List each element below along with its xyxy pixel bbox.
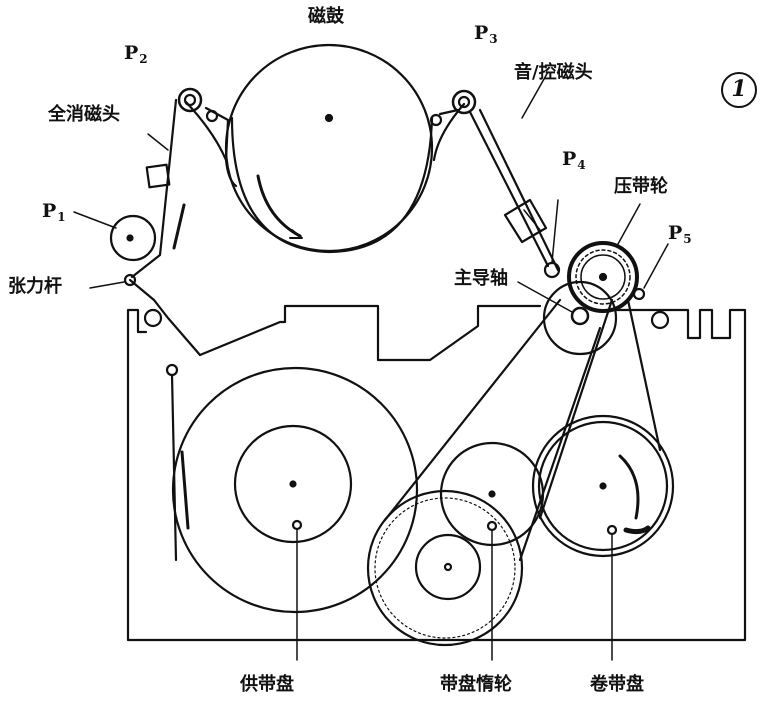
idler-small [414,533,482,601]
supply-reel-hub [233,424,353,544]
capstan-flywheel [542,280,618,356]
tension-arm-label: 张力杆 [8,276,62,297]
p3-roller [451,89,477,115]
takeup-reel-outer [531,414,675,558]
drum-label: 磁鼓 [308,6,344,27]
av-control-head-label: 音/控磁头 [514,62,593,83]
tape-path-upper [130,98,560,279]
pinch-roller [567,241,639,313]
p4-label: P4 [562,148,586,172]
p1-roller [109,214,157,262]
idler-wheel-label: 带盘惰轮 [440,674,512,695]
erase-head-label: 全消磁头 [48,104,120,125]
p5-label: P5 [668,222,692,246]
pinch-roller-label: 压带轮 [614,176,668,197]
av-control-head [503,198,548,244]
erase-head [145,163,171,189]
takeup-reel-label: 卷带盘 [590,674,644,695]
p1-label: P1 [42,200,66,224]
p5-post [632,287,646,301]
p2-label: P2 [124,42,148,66]
tension-arm-pin [123,273,137,287]
capstan-label: 主导轴 [454,268,508,289]
figure-number-badge: 1 [721,72,757,108]
p3-label: P3 [474,22,498,46]
p4-post [543,261,561,279]
idler-large [366,489,524,647]
drive-belt-left [383,298,562,522]
supply-reel-outer [171,366,419,614]
supply-reel-label: 供带盘 [240,674,294,695]
drive-belt-right [518,326,602,562]
capstan-shaft [570,306,590,326]
chassis-outline [126,304,747,642]
p2-roller [177,87,203,113]
